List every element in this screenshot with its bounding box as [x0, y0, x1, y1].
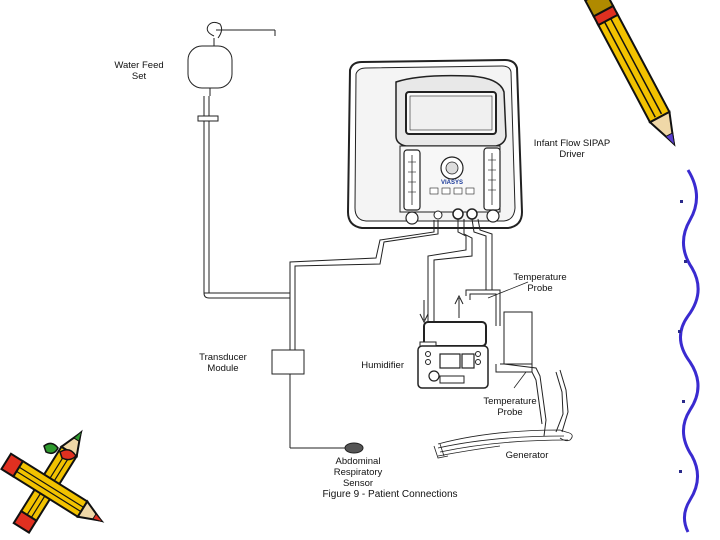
temperature-probe-bottom-label-line1: Temperature: [483, 396, 537, 407]
temperature-probe-top-label: Temperature Probe: [500, 272, 580, 294]
water-feed-set-label: Water Feed Set: [100, 60, 178, 82]
abdominal-sensor: [344, 442, 364, 454]
generator-label: Generator: [505, 450, 549, 461]
abdominal-sensor-label: Abdominal Respiratory Sensor: [318, 456, 398, 489]
leader-lines: [487, 281, 529, 389]
temperature-probe-bottom-label-line2: Probe: [497, 407, 523, 418]
abdominal-sensor-label-line2: Respiratory: [333, 467, 383, 478]
humidifier: [417, 321, 489, 389]
driver-label-line2: Driver: [559, 149, 585, 160]
abdominal-sensor-label-line1: Abdominal: [335, 456, 381, 467]
pencil-icon: [583, 0, 676, 147]
generator: [433, 429, 573, 459]
abdominal-sensor-label-line3: Sensor: [342, 478, 374, 489]
transducer-module-label-line1: Transducer: [199, 352, 247, 363]
device-logo: VIASYS: [441, 180, 463, 186]
border-dots: [678, 200, 687, 473]
transducer-module-label-line2: Module: [207, 363, 239, 374]
driver-label-line1: Infant Flow SIPAP: [533, 138, 611, 149]
tubing: [271, 218, 569, 449]
humidifier-label: Humidifier: [361, 360, 404, 371]
temperature-probe-top-label-line1: Temperature: [513, 272, 567, 283]
transducer-module-label: Transducer Module: [186, 352, 260, 374]
figure-caption: Figure 9 - Patient Connections: [322, 489, 458, 500]
driver-label: Infant Flow SIPAP Driver: [524, 138, 620, 160]
border-squiggle: [679, 169, 700, 533]
sipap-driver: [346, 58, 524, 229]
water-feed-set-label-line2: Set: [131, 71, 147, 82]
crossed-pencils-icon: [0, 429, 105, 534]
water-feed-set: [187, 21, 290, 299]
water-feed-set-label-line1: Water Feed: [114, 60, 164, 71]
temperature-probe-top-label-line2: Probe: [527, 283, 553, 294]
temperature-probe-bottom-label: Temperature Probe: [470, 396, 550, 418]
